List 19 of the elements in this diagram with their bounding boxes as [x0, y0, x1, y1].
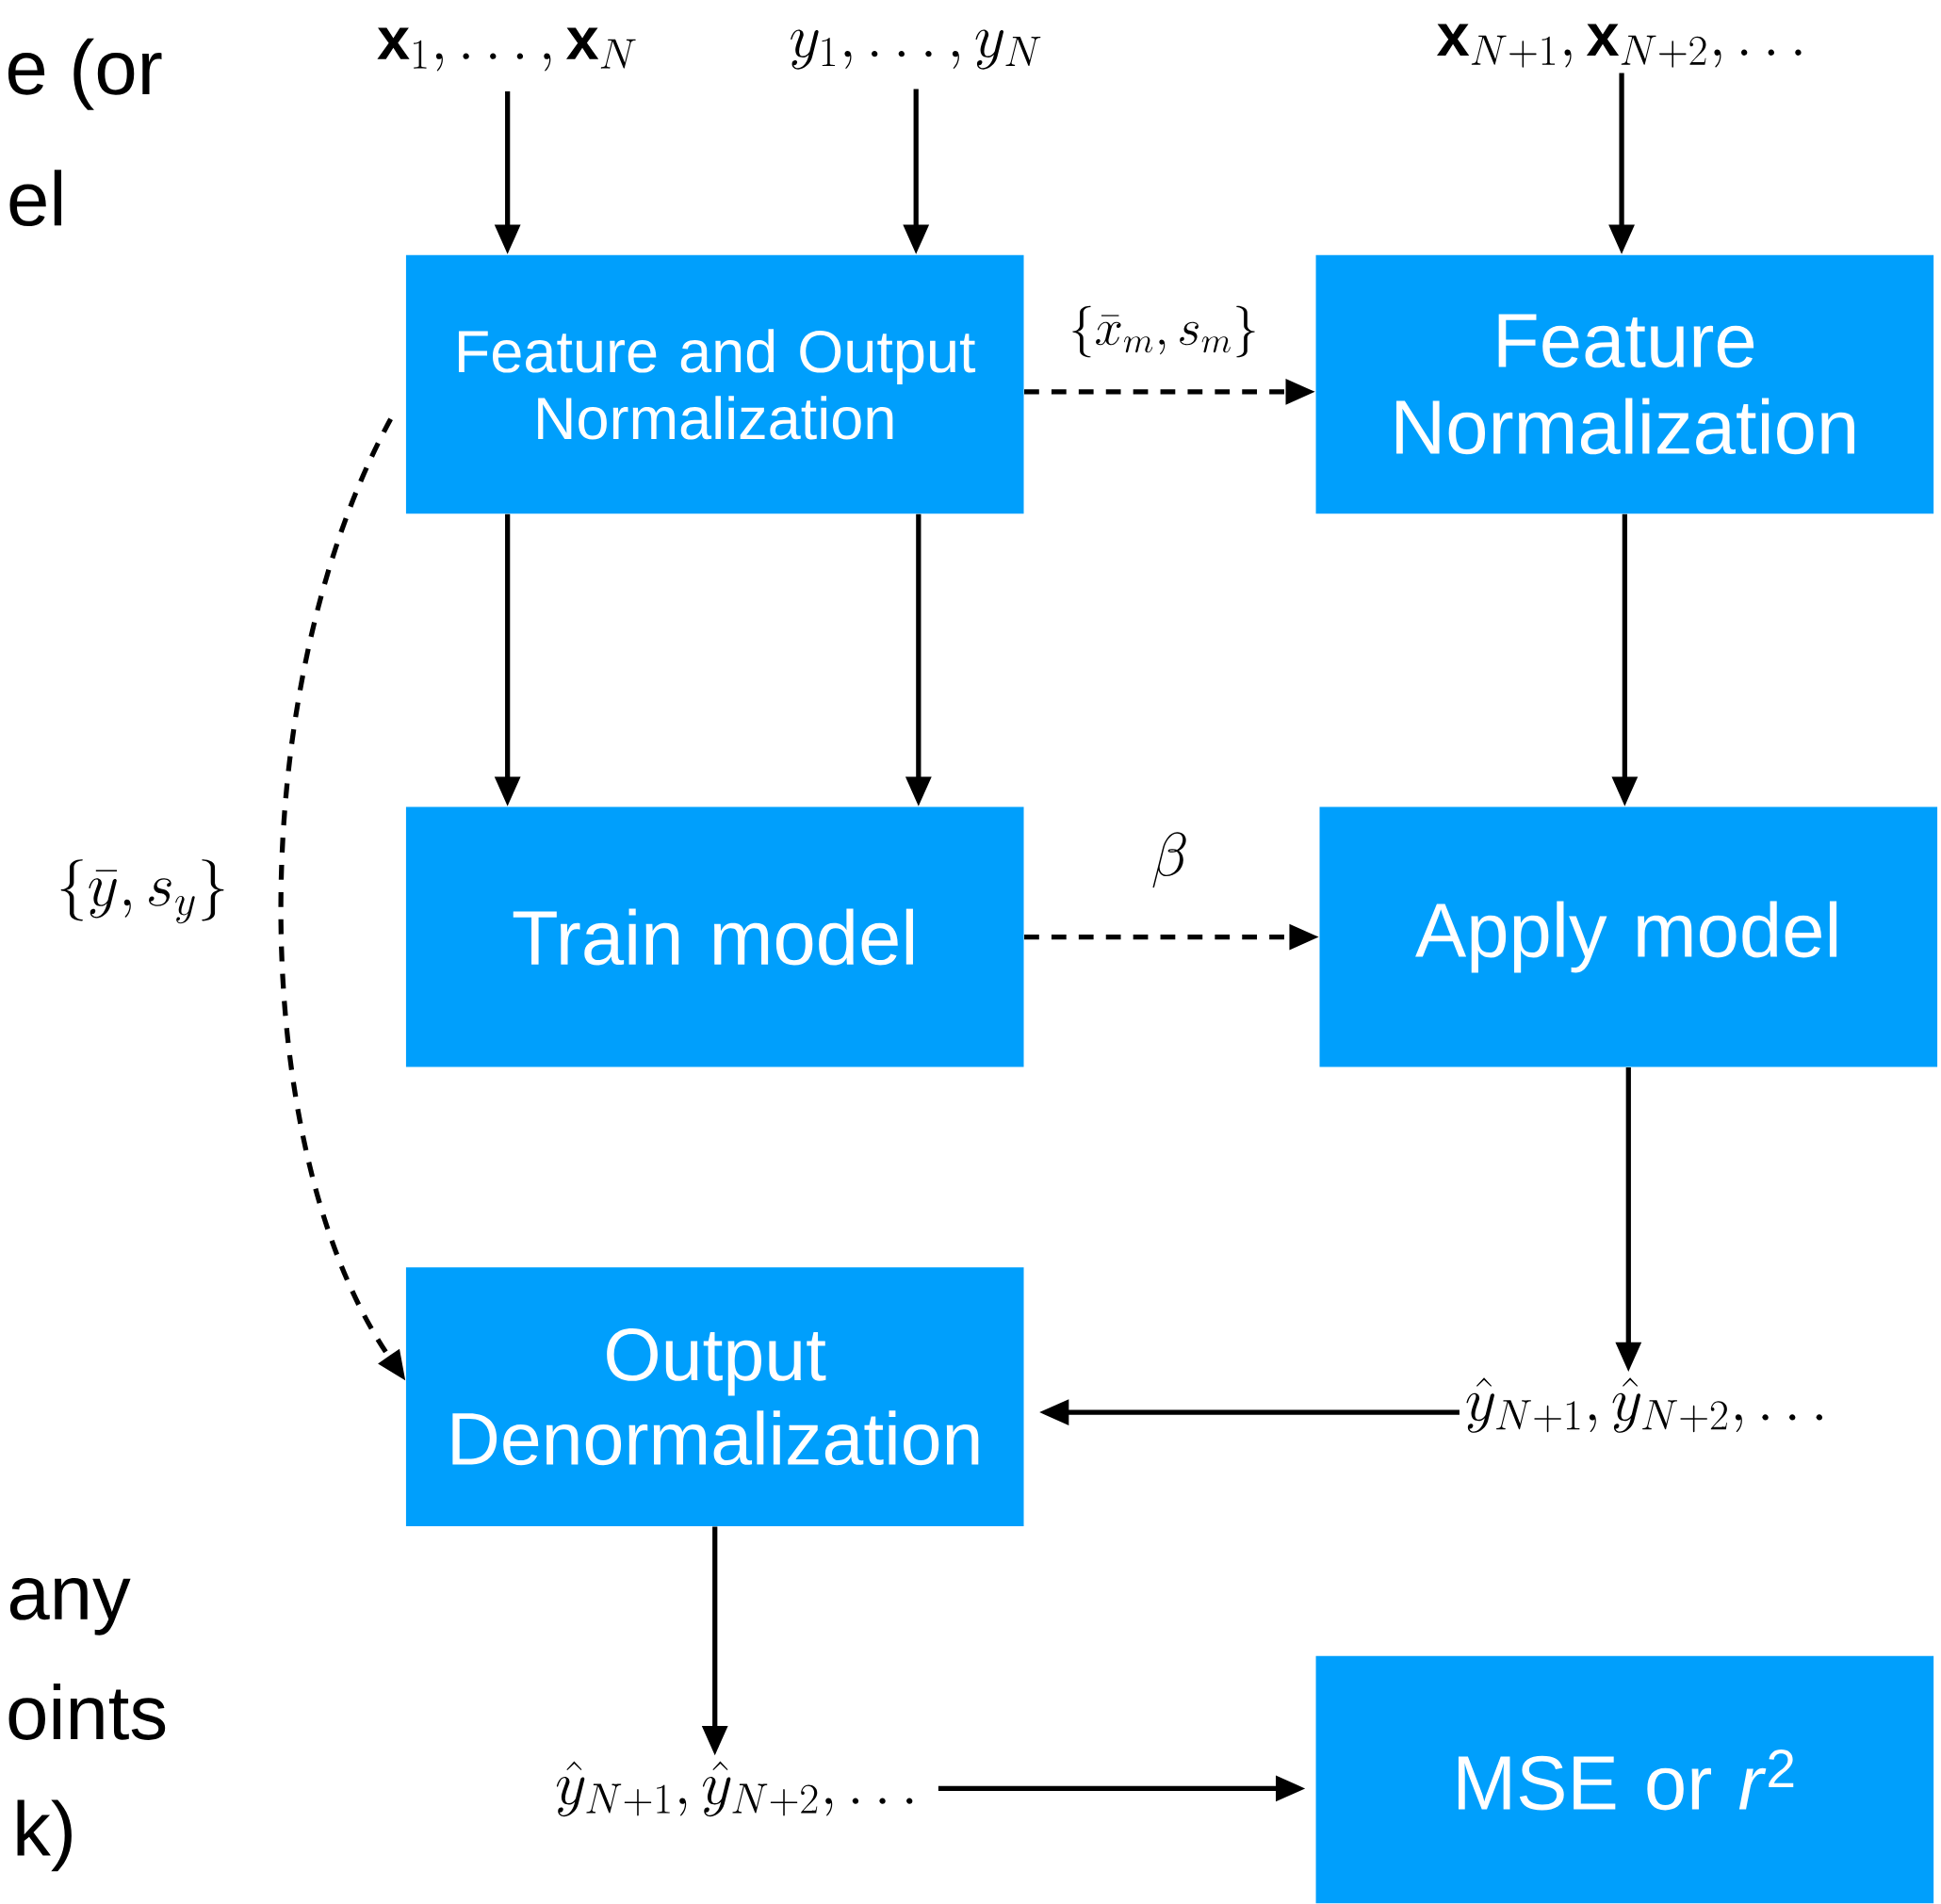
- edge-label: $\beta$: [1149, 830, 1192, 890]
- formula-label: $\mathbf{x}_1, \ldots, \mathbf{x}_N$: [377, 27, 636, 72]
- process-box: Feature and Output Normalization: [405, 254, 1024, 514]
- process-box: MSE or r$^{2}$: [1315, 1656, 1934, 1904]
- process-box: Output Denormalization: [405, 1267, 1024, 1527]
- process-box: Train model: [405, 806, 1024, 1067]
- edge-label: $\{\bar{x}_m, s_m\}$: [1066, 303, 1262, 361]
- formula-label: $\hat{y}_{N+1}, \hat{y}_{N+2}, \ldots$: [556, 1761, 913, 1817]
- process-box: Feature Normalization: [1315, 254, 1934, 514]
- edge-label: $\{\bar{y}, s_y\}$: [54, 856, 231, 926]
- process-box: Apply model: [1319, 806, 1938, 1067]
- formula-label: $y_1, \ldots, y_N$: [791, 29, 1041, 70]
- formula-label: $\mathbf{x}_{N+1}, \mathbf{x}_{N+2}, \ldots$: [1437, 24, 1802, 68]
- text-fragment: e (or: [8, 39, 162, 110]
- text-fragment: oints: [8, 1684, 166, 1741]
- text-fragment: any: [9, 1578, 131, 1635]
- formula-label: $\hat{y}_{N+1}, \hat{y}_{N+2}, \ldots$: [1466, 1377, 1822, 1434]
- text-fragment: el: [9, 170, 61, 227]
- text-fragment: k): [17, 1799, 72, 1872]
